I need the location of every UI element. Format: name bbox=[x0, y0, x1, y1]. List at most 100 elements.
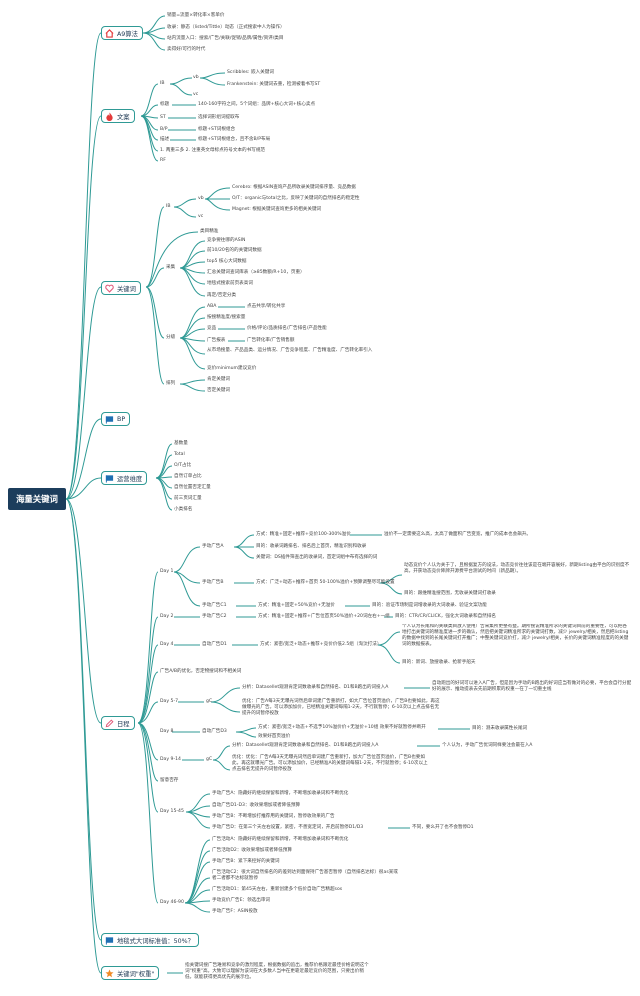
kw-aba-desc: 点击共享/转化共享 bbox=[247, 304, 286, 309]
log-ad-d3-1: 方式：紧密/宽泛+动态+不选予10%溢价价+无溢价+10组 效果不好就暂停并断开 bbox=[258, 725, 426, 730]
log-gc2: gC bbox=[206, 757, 213, 762]
copy-desc: 描述 bbox=[160, 137, 170, 142]
weight-text: 指关键词搜广告难易和竞争的激烈程度，根据数据的追出，推荐价格跟近最佳价格说明这个… bbox=[185, 963, 369, 980]
log-observe: 留意否存 bbox=[160, 778, 179, 783]
log-ad-c2: 手动广告C2 bbox=[202, 614, 227, 619]
copy-st: ST bbox=[160, 115, 166, 120]
kw-collect-item: top5 核心大词数据 bbox=[207, 259, 247, 264]
copy-vc: vc bbox=[193, 92, 199, 97]
ops-item: 小类排名 bbox=[174, 507, 193, 512]
ops-item: O/T占比 bbox=[174, 463, 192, 468]
branch-precise-label: 地毯式大词标准值：50%？ bbox=[117, 937, 194, 945]
log-d15-item: 手动广告A：隐藏好的继续保留和新增，不断增加收录词和不断优化 bbox=[212, 791, 349, 796]
branch-a9-label: A9算法 bbox=[117, 30, 138, 38]
log-ad-c1-1: 方式：精准+固定+50%竞价+无溢价 bbox=[258, 603, 335, 608]
kw-collect-item: 再定/否定分类 bbox=[207, 293, 237, 298]
log-ad-d1: 自动广告D1 bbox=[202, 642, 227, 647]
branch-weight-label: 关键词"权重" bbox=[117, 970, 155, 978]
log-ab-c-1r: 自动跑出的好词可以进入A广告，但是因为手动的B跑出的好词应当有做对的必要，平台会… bbox=[432, 681, 632, 692]
log-day1545: Day 15-45 bbox=[160, 809, 184, 814]
fire-icon bbox=[105, 111, 114, 121]
log-day2: Day 2 bbox=[160, 614, 174, 619]
branch-ops-label: 运营维度 bbox=[117, 475, 143, 483]
ops-item: 基数量 bbox=[174, 441, 188, 446]
log-ad-b: 手动广告B bbox=[202, 580, 224, 585]
branch-keyword-label: 关键词 bbox=[117, 285, 136, 293]
copy-title-desc: 140-160字符之间，5个词组：品牌+核心大词+核心卖点 bbox=[198, 102, 316, 107]
copy-vb: vb bbox=[193, 75, 199, 80]
pen-icon bbox=[105, 718, 114, 728]
log-d46-item: 广告活动C2：很大词自然排名的的差到达到面保持广告基否暂停（自然排名达标）很as… bbox=[212, 870, 398, 881]
log-d46-item: 手动广告B：紧下来控好的关键词 bbox=[212, 859, 280, 864]
log-day4: Day 4 bbox=[160, 642, 174, 647]
kw-classify-item: 按搜精准度/搜索量 bbox=[207, 315, 246, 320]
branch-copy-label: 文案 bbox=[117, 113, 130, 121]
log-ad-d3: 自动广告D3 bbox=[202, 729, 227, 734]
log-d46-item: 广告活动D2：收效果增加或者降低预算 bbox=[212, 848, 292, 853]
log-day57: Day 5-7 bbox=[160, 699, 179, 704]
kw-collect-item: 地毯式搜索前页表高词 bbox=[207, 281, 253, 286]
kw-collect: 采集 bbox=[166, 265, 176, 270]
log-ab-c-1: 分析：Datasellet观测肯定词数收录和自然排名、D1和B跑出的词投入A bbox=[242, 685, 389, 690]
branch-ops[interactable]: 运营维度 bbox=[101, 471, 148, 485]
log-d15-item: 手动广告D：在第三个天左右设置，紧密，不善宽定词，开启前暂停D1/D3 bbox=[212, 825, 364, 830]
heart-icon bbox=[105, 284, 114, 293]
log-ad-d3-2: 效果好首页溢价 bbox=[258, 734, 291, 739]
kw-vc: vc bbox=[198, 214, 204, 219]
ops-item: Total bbox=[174, 452, 185, 457]
log-d15-item: 自动广告D1-D3：收效果增加或者降低预算 bbox=[212, 803, 301, 808]
branch-a9[interactable]: A9算法 bbox=[101, 26, 143, 40]
a9-item: 站内流量入口：搜索/广告/关联/促销/品牌/属性/资评/类目 bbox=[167, 36, 284, 41]
log-ab-c-2: 优化：广告A每3天无曝光词然后单词建广告重新打，如大广告位首页溢价，广告B也要如… bbox=[242, 699, 440, 716]
kw-bid-desc: 价格/评论/品质排名/广告排名/产品性能 bbox=[247, 326, 327, 331]
log-ad-b-1: 方式：广泛+动态+推荐+首页 50-100%溢价+预算调整尽可能设置 bbox=[256, 580, 395, 585]
branch-weight[interactable]: 关键词"权重" bbox=[101, 966, 160, 980]
kw-collect-item: 汇总关键词查词库表（≥85数额/R+10，页重） bbox=[207, 270, 305, 275]
kw-cluster: 类目精准 bbox=[200, 229, 219, 234]
ops-item: 前三页词汇量 bbox=[174, 496, 202, 501]
log-ad-a-2: 目的：收录词路排名、排名后上首页，精准识别和收录 bbox=[256, 544, 367, 549]
log-gc2-2: 优化：优化：广告A每3天无曝光词然后单词建广告重新打，加大广告位首页溢价，广告B… bbox=[232, 755, 428, 772]
home-icon bbox=[105, 28, 114, 38]
log-d46-item: 广告活动A：隐藏好的继续保留和新增，不断增加收录词和不断优化 bbox=[212, 837, 349, 842]
flag-icon bbox=[105, 936, 114, 945]
copy-frankenstein: Frankenstein: 关键词去重，检测被着书写ST bbox=[227, 82, 321, 87]
branch-keyword[interactable]: 关键词 bbox=[101, 281, 141, 295]
branch-copy[interactable]: 文案 bbox=[101, 109, 135, 123]
log-day914: Day 9-14 bbox=[160, 757, 181, 762]
log-day1: Day 1 bbox=[160, 569, 174, 574]
a9-item: 收录：静态（listed/Tittle）动态（正式搜索中人为操作） bbox=[167, 25, 285, 30]
copy-ib: IB bbox=[160, 81, 165, 86]
kw-magnet: Magnet: 根据关键词查询更多的相关关键词 bbox=[232, 207, 322, 212]
branch-precise[interactable]: 地毯式大词标准值：50%？ bbox=[101, 933, 199, 947]
ops-item: 自然位置否定汇量 bbox=[174, 485, 211, 490]
star-icon bbox=[105, 969, 114, 978]
log-d15-item: 手动广告B：不断增加打推荐用的关键词，暂停收效果的广告 bbox=[212, 814, 335, 819]
log-ad-c2-1: 方式：精准+固定+推荐+广告位首页50%溢价+20词左右+一组 bbox=[258, 614, 390, 619]
a9-item: 卖得好/可行的时代 bbox=[167, 47, 206, 52]
kw-aba: ABA bbox=[207, 304, 217, 309]
copy-title: 标题 bbox=[160, 102, 170, 107]
kw-order: 排列 bbox=[166, 381, 176, 386]
log-day4690: Day 46-90 bbox=[160, 900, 184, 905]
log-ad-b-1r: 动态竞价个人认为关于了，且根据复方的设法，动态竞价往往该是在端开容展好，新期li… bbox=[404, 563, 630, 574]
branch-log-label: 日程 bbox=[117, 720, 130, 728]
copy-scribbles: Scribbles: 嵌入关键词 bbox=[227, 70, 274, 75]
copy-desc-text: 标题+ST词根组合，且不含B/P布局 bbox=[198, 137, 271, 142]
log-ab-note: 广告A/B的优化，否定物搜词和不相关词 bbox=[160, 669, 242, 674]
root-node: 海量关键词 bbox=[8, 488, 66, 510]
kw-ot: O/T：organic与total之比，反映了关键词的自然排名的稳定性 bbox=[232, 196, 360, 201]
branch-log[interactable]: 日程 bbox=[101, 716, 135, 730]
log-ad-c1: 手动广告C1 bbox=[202, 603, 227, 608]
log-ad-c2-1r: 目的：CTR/CR/CLICK，强化大词收录和自然排名 bbox=[395, 614, 496, 619]
log-ad-a: 手动广告A bbox=[202, 544, 224, 549]
kw-bid: 竞品 bbox=[207, 326, 217, 331]
log-d46-item: 广告活动D1：第45天左右，重新创建多个低价自动广告精超sos bbox=[212, 887, 343, 892]
log-gc2-1: 分析：Datasellet观测肯定词数收录和自然排名、D1和B跑出的词投入A bbox=[232, 743, 379, 748]
log-ad-b-2r: 目的：跟维精准搜范围，无收录关键词打收录 bbox=[404, 591, 496, 596]
copy-bp: B/P bbox=[160, 127, 168, 132]
kw-classify: 分级 bbox=[166, 335, 176, 340]
branch-bp[interactable]: BP bbox=[101, 412, 131, 426]
log-d46-item: 手动竞价广告E：领选出审词 bbox=[212, 898, 271, 903]
kw-collect-item: 前10/20名的的关键词数据 bbox=[207, 248, 262, 253]
